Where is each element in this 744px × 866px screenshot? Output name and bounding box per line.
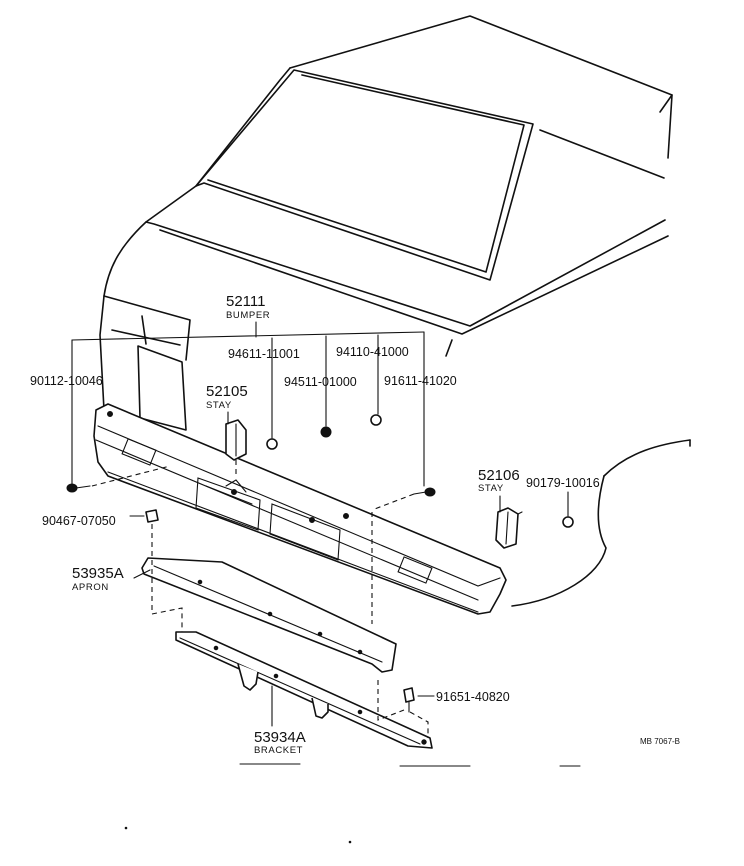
bracket-part-name: BRACKET	[254, 745, 303, 756]
nut-90179-number: 90179-10016	[526, 476, 600, 490]
stay-left-part-number: 52105	[206, 383, 248, 400]
stay-left-part-name: STAY	[206, 400, 232, 411]
nut-94110-number: 94110-41000	[336, 345, 409, 359]
bolt-90112-number: 90112-10046	[30, 374, 103, 388]
diagram-reference-code: MB 7067-B	[640, 737, 680, 746]
bumper-part-name: BUMPER	[226, 310, 270, 321]
washer-94611-number: 94611-11001	[228, 347, 300, 361]
fasteners	[66, 414, 574, 713]
car-body-outline	[99, 15, 691, 607]
lockwasher-94511-number: 94511-01000	[284, 375, 357, 389]
bolt-91611-number: 91611-41020	[384, 374, 457, 388]
apron-part-number: 53935A	[72, 565, 124, 582]
bracket-part	[175, 631, 433, 749]
bracket-part-number: 53934A	[254, 729, 306, 746]
bolt-91651-number: 91651-40820	[436, 690, 510, 704]
stay-right-part-name: STAY	[478, 483, 504, 494]
bumper-part-number: 52111	[226, 293, 266, 310]
stay-right-part-number: 52106	[478, 467, 520, 484]
clip-90467-number: 90467-07050	[42, 514, 116, 528]
stay-right-part	[495, 507, 523, 549]
leader-lines	[71, 321, 569, 738]
apron-part	[141, 557, 397, 673]
apron-part-name: APRON	[72, 582, 109, 593]
stay-left-part	[225, 419, 247, 461]
part-labels: 52111 BUMPER 94611-11001 94110-41000 901…	[30, 293, 680, 756]
scan-marks	[124, 763, 581, 844]
rear-bumper	[93, 403, 507, 615]
